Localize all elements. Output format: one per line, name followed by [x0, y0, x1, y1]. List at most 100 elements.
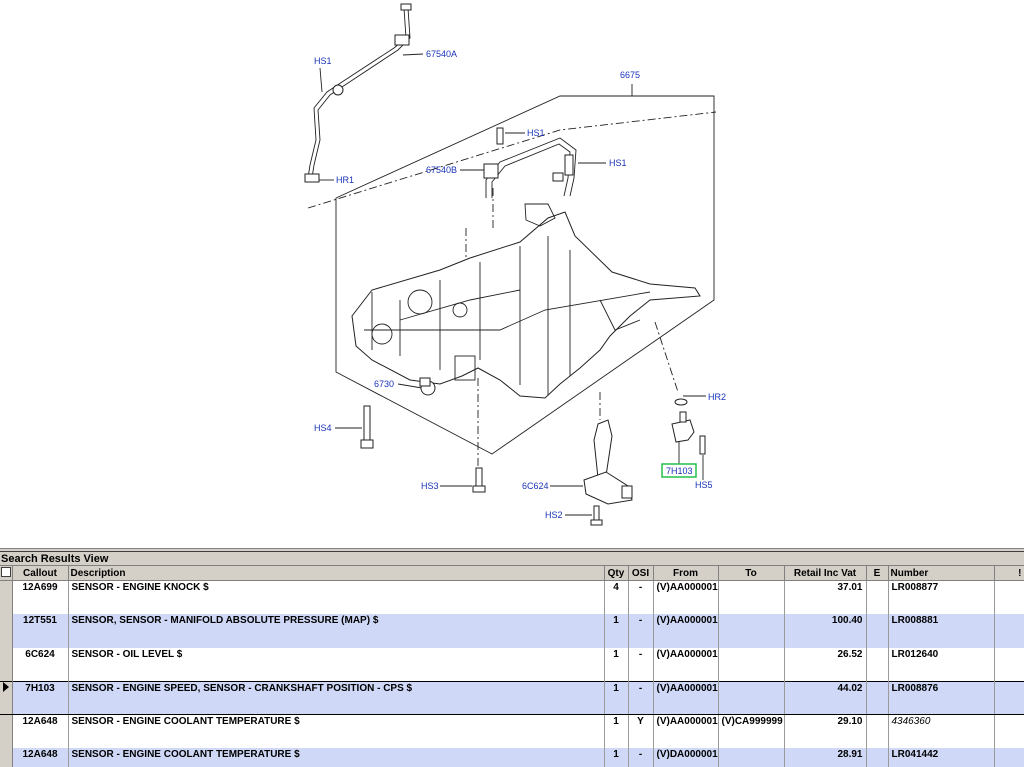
results-header-row: Callout Description Qty OSI From To Reta… [0, 566, 1024, 581]
cell-osi: - [628, 748, 654, 767]
cell-osi: - [628, 580, 654, 614]
table-row[interactable]: 6C624 SENSOR - OIL LEVEL $ 1 - (V)AA0000… [0, 647, 1024, 681]
current-row-arrow-icon [2, 681, 9, 692]
label-67540b: 67540B [426, 165, 457, 175]
cell-retail: 28.91 [784, 748, 867, 767]
label-hs1-right: HS1 [609, 158, 627, 168]
table-row[interactable]: 12T551 SENSOR, SENSOR - MANIFOLD ABSOLUT… [0, 614, 1024, 648]
cell-number[interactable]: LR041442 [888, 748, 995, 767]
row-selector[interactable] [0, 748, 13, 767]
bolt-hs2-icon [590, 505, 603, 526]
cell-from: (V)AA000001 [653, 580, 719, 614]
column-header-description[interactable]: Description [68, 566, 605, 581]
splitter-bar[interactable] [0, 548, 1024, 552]
label-6730: 6730 [374, 379, 394, 389]
search-results-panel: Search Results View Callout Description … [0, 552, 1024, 767]
label-hs1-top: HS1 [314, 56, 332, 66]
cell-number[interactable]: LR008876 [888, 680, 995, 715]
cell-qty: 1 [604, 680, 629, 715]
row-selector[interactable] [0, 680, 13, 715]
label-hs4: HS4 [314, 423, 332, 433]
cell-osi: - [628, 680, 654, 715]
table-row[interactable]: 12A648 SENSOR - ENGINE COOLANT TEMPERATU… [0, 714, 1024, 748]
search-results-title: Search Results View [0, 552, 1024, 566]
cell-retail: 44.02 [784, 680, 867, 715]
cell-callout: 7H103 [12, 680, 69, 715]
cell-qty: 1 [604, 647, 629, 681]
row-selector[interactable] [0, 614, 13, 648]
bolt-hs5-icon [699, 435, 706, 455]
cell-qty: 1 [604, 714, 629, 748]
cell-number[interactable]: LR012640 [888, 647, 995, 681]
label-hs5: HS5 [695, 480, 713, 490]
label-hs2: HS2 [545, 510, 563, 520]
cell-from: (V)DA000001 [653, 748, 719, 767]
column-header-to[interactable]: To [718, 566, 785, 581]
label-hs1-mid: HS1 [527, 128, 545, 138]
label-67540a: 67540A [426, 49, 457, 59]
column-header-from[interactable]: From [653, 566, 719, 581]
cell-e [866, 714, 889, 748]
cell-number[interactable]: LR008877 [888, 580, 995, 614]
cell-to [718, 614, 785, 648]
checkbox-icon[interactable] [0, 567, 11, 577]
cell-from: (V)AA000001 [653, 614, 719, 648]
bolt-hs4-icon [360, 405, 374, 449]
cell-to: (V)CA999999 [718, 714, 785, 748]
oil-pan-6675 [351, 203, 701, 399]
cell-qty: 1 [604, 614, 629, 648]
label-6675: 6675 [620, 70, 640, 80]
label-hs3: HS3 [421, 481, 439, 491]
column-header-osi[interactable]: OSI [628, 566, 654, 581]
selected-callout-highlight [661, 463, 697, 478]
cell-e [866, 748, 889, 767]
column-header-e[interactable]: E [866, 566, 889, 581]
cell-to [718, 580, 785, 614]
row-selector[interactable] [0, 580, 13, 614]
cell-bang [994, 580, 1024, 614]
table-row[interactable]: 12A699 SENSOR - ENGINE KNOCK $ 4 - (V)AA… [0, 580, 1024, 614]
cell-from: (V)AA000001 [653, 647, 719, 681]
cell-osi: - [628, 647, 654, 681]
cell-retail: 26.52 [784, 647, 867, 681]
column-header-number[interactable]: Number [888, 566, 995, 581]
cell-e [866, 580, 889, 614]
parts-diagram: HS1 67540A 6675 HS1 HS1 67540B HR1 6730 … [304, 3, 727, 526]
select-all-checkbox[interactable] [0, 566, 13, 581]
cell-osi: - [628, 614, 654, 648]
label-hr1: HR1 [336, 175, 354, 185]
cell-description: SENSOR - ENGINE KNOCK $ [68, 580, 605, 614]
row-selector[interactable] [0, 647, 13, 681]
cell-callout: 12A648 [12, 748, 69, 767]
cell-to [718, 647, 785, 681]
column-header-bang[interactable]: ! [994, 566, 1024, 581]
oil-pipe-67540b [483, 127, 577, 198]
crank-position-sensor-7h103 [671, 411, 695, 443]
cell-retail: 29.10 [784, 714, 867, 748]
cell-callout: 6C624 [12, 647, 69, 681]
label-7h103: 7H103 [666, 466, 693, 476]
column-header-qty[interactable]: Qty [604, 566, 629, 581]
cell-description: SENSOR - OIL LEVEL $ [68, 647, 605, 681]
label-hr2: HR2 [708, 392, 726, 402]
cell-bang [994, 647, 1024, 681]
cell-callout: 12T551 [12, 614, 69, 648]
cell-description: SENSOR - ENGINE SPEED, SENSOR - CRANKSHA… [68, 680, 605, 715]
column-header-callout[interactable]: Callout [12, 566, 69, 581]
cell-to [718, 680, 785, 715]
cell-e [866, 614, 889, 648]
column-header-retail[interactable]: Retail Inc Vat [784, 566, 867, 581]
cell-number[interactable]: LR008881 [888, 614, 995, 648]
table-row[interactable]: 12A648 SENSOR - ENGINE COOLANT TEMPERATU… [0, 748, 1024, 767]
label-6c624: 6C624 [522, 481, 549, 491]
cell-to [718, 748, 785, 767]
cell-callout: 12A699 [12, 580, 69, 614]
cell-bang [994, 714, 1024, 748]
cell-number-superseded[interactable]: 4346360 [888, 714, 995, 748]
row-selector[interactable] [0, 714, 13, 748]
cell-qty: 4 [604, 580, 629, 614]
table-row-selected[interactable]: 7H103 SENSOR - ENGINE SPEED, SENSOR - CR… [0, 680, 1024, 715]
cell-osi: Y [628, 714, 654, 748]
plug-6730-icon [419, 377, 436, 396]
cell-from: (V)AA000001 [653, 714, 719, 748]
